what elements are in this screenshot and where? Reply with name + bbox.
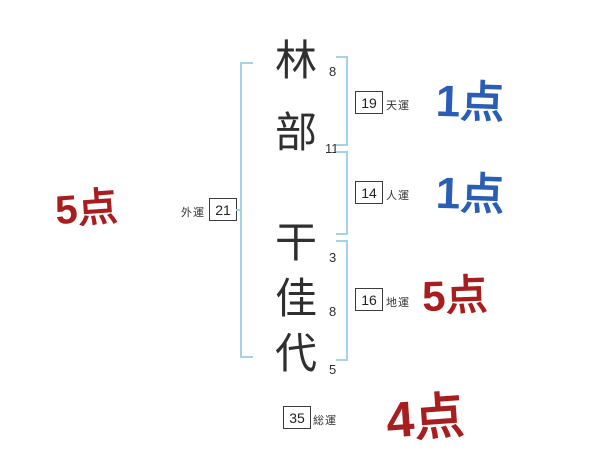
name-char-1: 林 (274, 37, 317, 84)
tenun-label: 天運 (386, 100, 410, 112)
jinun-bracket-vertical (346, 151, 348, 235)
stroke-count-1: 8 (329, 64, 337, 79)
gaiun-bracket-tick-bottom (240, 356, 253, 358)
stroke-count-5: 5 (329, 362, 337, 377)
gaiun-bracket-tick-middle (236, 209, 241, 211)
souun-score: 4点 (384, 387, 466, 449)
chiun-label: 地運 (386, 297, 410, 309)
tenun-bracket-tick-bottom (336, 144, 347, 146)
gaiun-score: 5点 (53, 184, 119, 234)
gaiun-label: 外運 (181, 207, 205, 219)
jinun-score: 1点 (435, 168, 506, 221)
gaiun-bracket-tick-top (240, 62, 253, 64)
gaiun-number-box: 21 (209, 198, 237, 221)
chiun-bracket-tick-top (336, 240, 347, 242)
tenun-number-box: 19 (355, 91, 383, 114)
chiun-number-box: 16 (355, 288, 383, 311)
chiun-bracket-vertical (346, 240, 348, 361)
tenun-bracket-tick-top (336, 56, 347, 58)
name-char-3: 干 (274, 219, 317, 266)
name-char-5: 代 (274, 330, 317, 377)
stroke-count-3: 3 (329, 250, 337, 265)
souun-number-box: 35 (283, 406, 311, 429)
stroke-count-4: 8 (329, 304, 337, 319)
stroke-count-2: 11 (325, 141, 339, 156)
jinun-bracket-tick-top (336, 151, 347, 153)
jinun-bracket-tick-bottom (336, 233, 347, 235)
chiun-bracket-tick-bottom (336, 359, 347, 361)
jinun-number-box: 14 (355, 181, 383, 204)
tenun-score: 1点 (435, 76, 506, 129)
souun-label: 総運 (313, 415, 337, 427)
name-char-4: 佳 (274, 275, 317, 322)
tenun-bracket-vertical (346, 56, 348, 146)
name-char-2: 部 (274, 109, 317, 156)
chiun-score: 5点 (421, 270, 489, 321)
jinun-label: 人運 (386, 190, 410, 202)
gaiun-bracket-vertical (240, 62, 242, 358)
